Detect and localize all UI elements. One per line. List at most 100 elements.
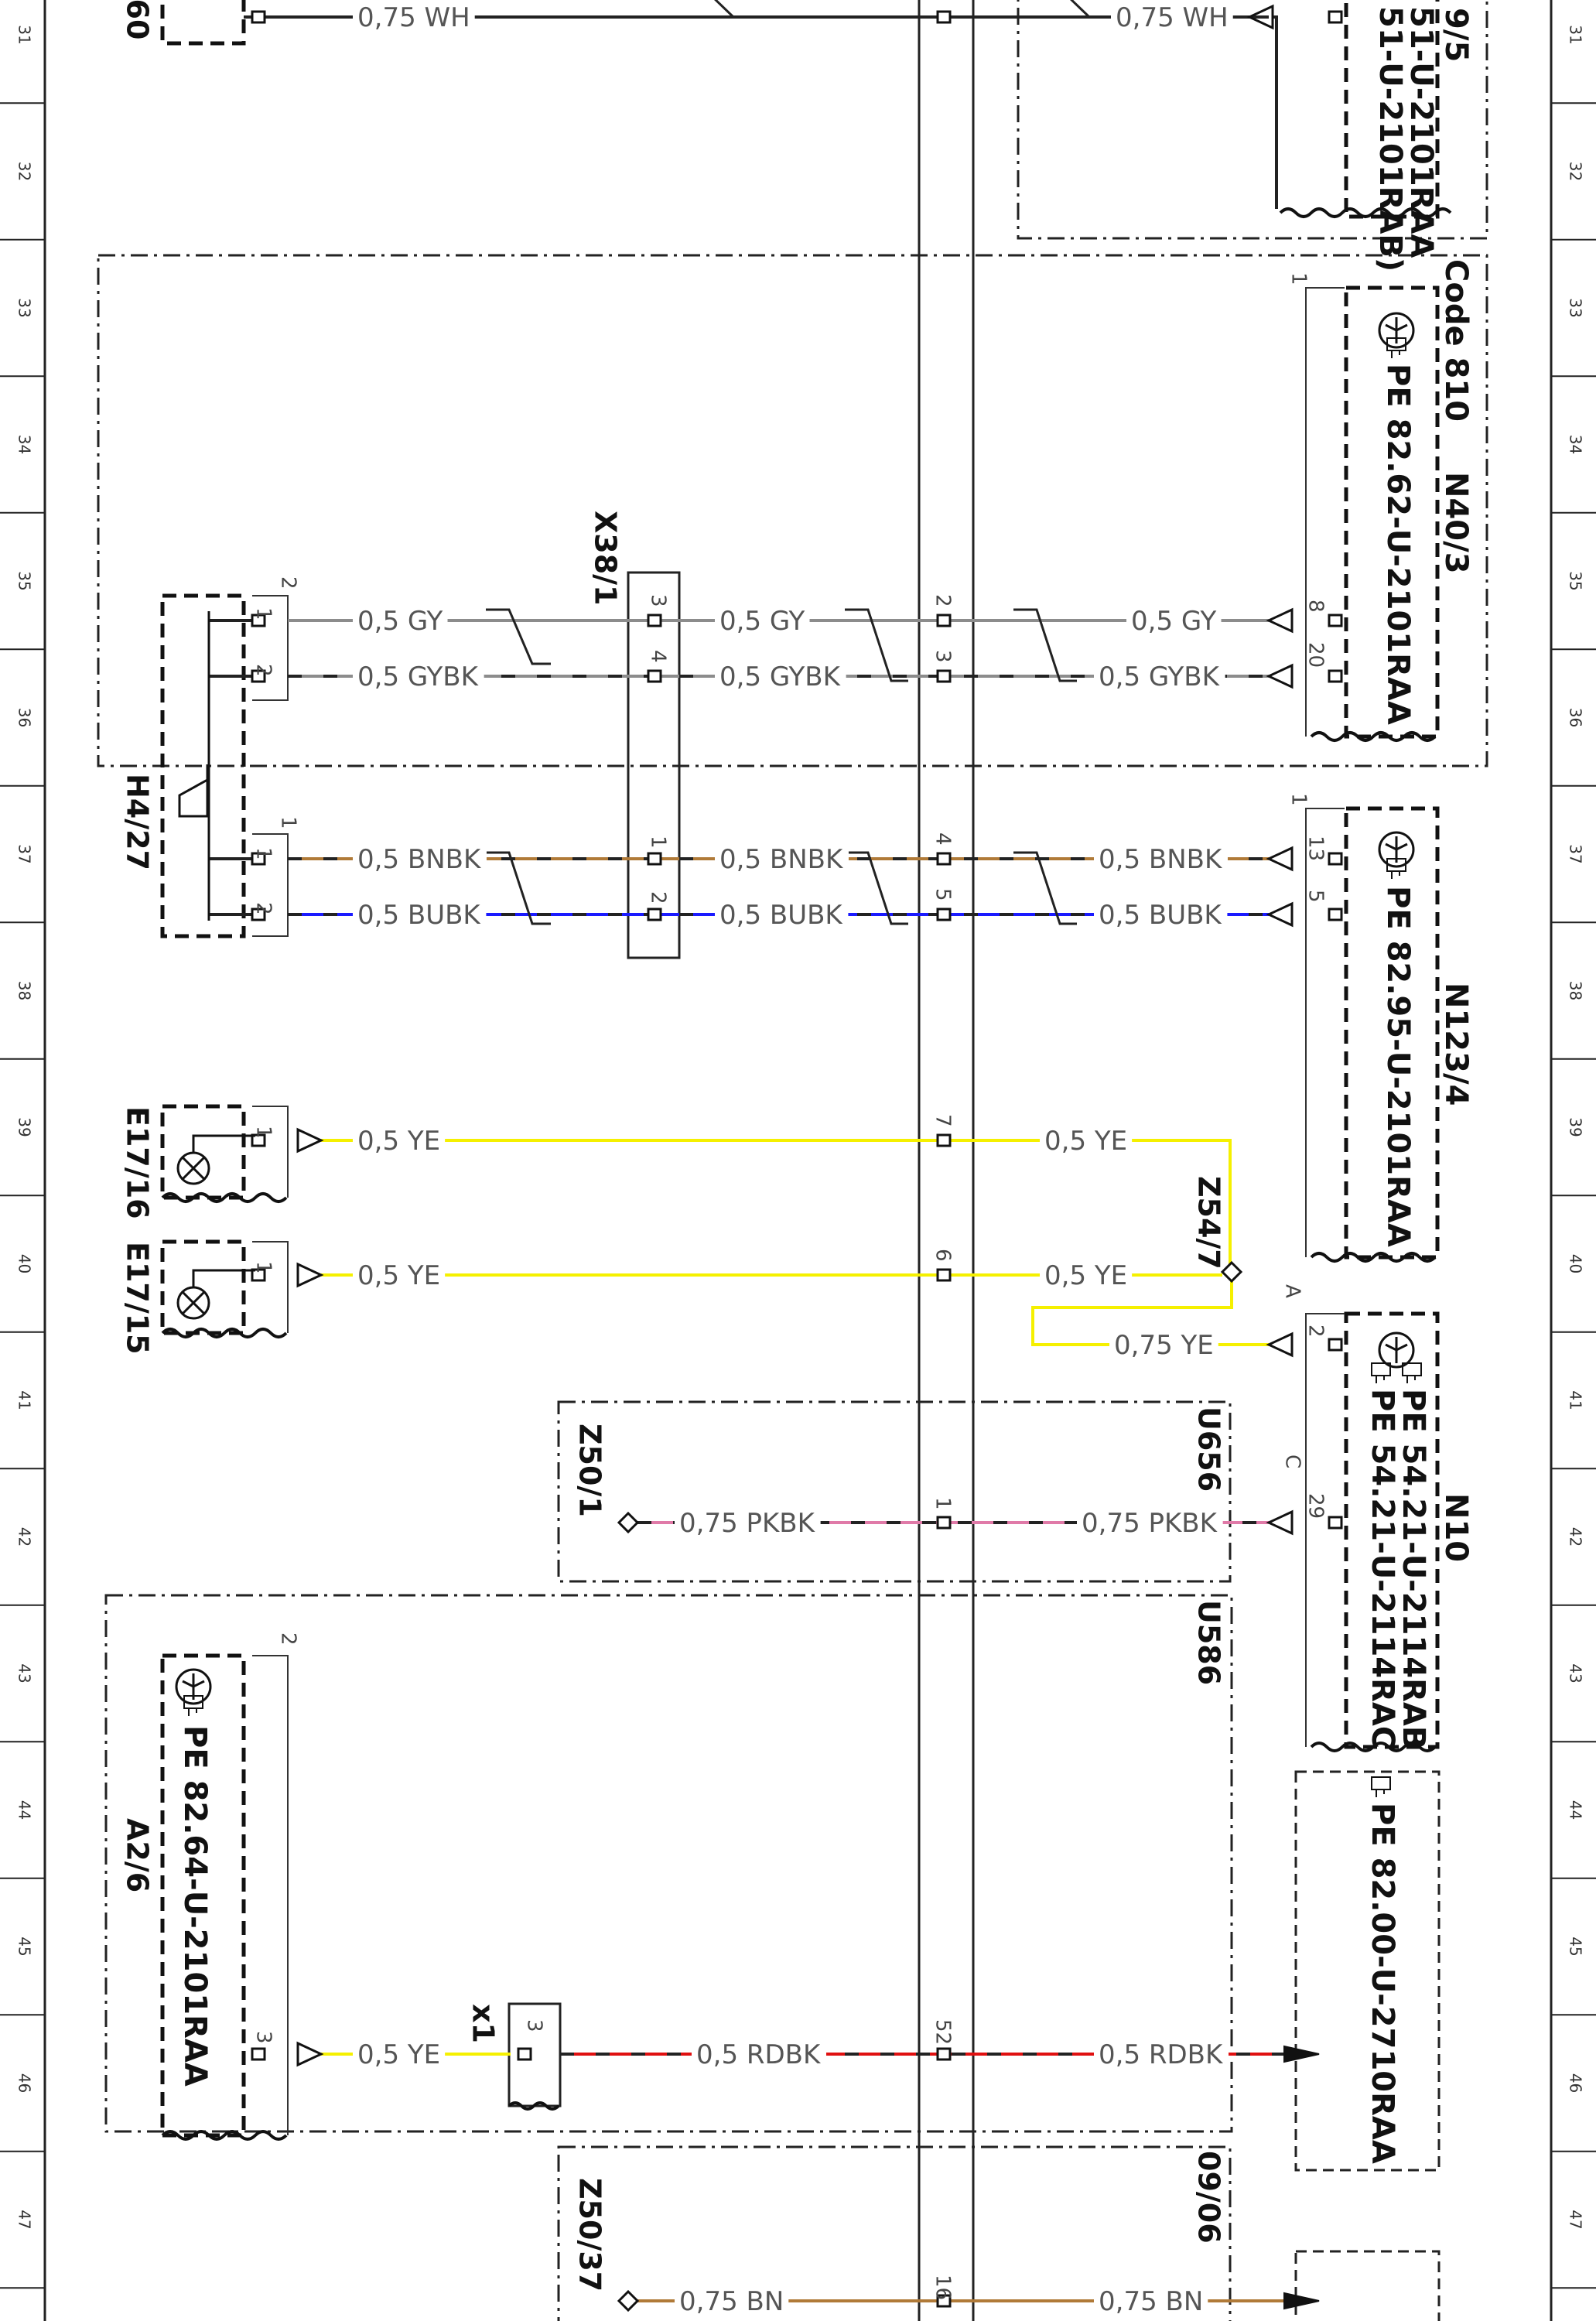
label-top-right-pe2: 51-U-2101RAB): [1372, 6, 1408, 272]
wire-label: 0,5 RDBK: [1099, 2039, 1224, 2070]
pin-number: 3: [647, 594, 670, 607]
pin-arrow: [1246, 4, 1274, 30]
zone-u586: [104, 1594, 1233, 2133]
zone-code-810: [97, 254, 1488, 767]
pin-terminal: [647, 852, 662, 866]
label-e17-16: E17/16: [121, 1106, 155, 1219]
pin-number: 1: [252, 1126, 275, 1139]
wire-label: 0,75 BN: [1099, 2286, 1203, 2317]
label-n40-3: N40/3: [1438, 472, 1474, 574]
pin-arrow: [296, 1127, 324, 1154]
ruler-number: 46: [15, 2073, 34, 2093]
transistor-icon: [175, 1668, 212, 1705]
ruler-number: 43: [1567, 1663, 1585, 1683]
label-z50-37: Z50/37: [573, 2178, 607, 2292]
break-wh: [714, 0, 766, 19]
pin-number: 1: [1287, 793, 1311, 806]
wire-label-bg: [1094, 900, 1228, 931]
ruler-number: 44: [1567, 1800, 1585, 1820]
break-gy-3: [1013, 608, 1077, 682]
label-n123-4: N123/4: [1438, 983, 1474, 1106]
wire-label: 0,5 BUBK: [357, 900, 481, 931]
bracket-a26: [252, 1655, 289, 2135]
pin-arrow: [1266, 1509, 1294, 1536]
cut-e1716: [161, 1192, 288, 1203]
arrow-bn: [1283, 2292, 1320, 2310]
label-x38-1: X38/1: [589, 511, 623, 606]
box-pe-8200: [1294, 1770, 1441, 2172]
break-bnbk-1: [486, 851, 551, 925]
ruler-number: 39: [1567, 1117, 1585, 1137]
cut-n1234: [1310, 1252, 1437, 1263]
pin-number: 8: [1304, 600, 1328, 613]
wire-label-bg: [353, 2039, 446, 2070]
pin-terminal: [251, 10, 266, 24]
arrow-rdbk: [1283, 2045, 1320, 2063]
hand-pointer-icon: [1371, 1776, 1391, 1797]
label-h4-27: H4/27: [121, 774, 155, 870]
zone-top-right: [1017, 0, 1488, 240]
label-u586: U586: [1192, 1600, 1226, 1685]
hand-pointer-icon: [183, 1695, 203, 1716]
ruler-number: 35: [15, 571, 34, 590]
label-top-left: 60: [121, 0, 155, 39]
pin-terminal: [1328, 1516, 1343, 1530]
wire-label: 0,5 BNBK: [719, 844, 844, 875]
ruler-number: 31: [1567, 25, 1585, 44]
wire-label: 0,5 GY: [719, 606, 805, 637]
ruler-number: 40: [15, 1254, 34, 1273]
ruler-number: 42: [15, 1527, 34, 1547]
pin-terminal: [1328, 10, 1343, 24]
splice-z50-37: [617, 2289, 640, 2312]
pin-number: 13: [1304, 836, 1328, 861]
pin-terminal: [517, 2047, 532, 2061]
wire-label: 0,75 PKBK: [1082, 1508, 1218, 1539]
break-gy-2: [845, 608, 908, 682]
wire-label-bg: [353, 900, 487, 931]
pin-number: 20: [1304, 642, 1328, 668]
zone-z50-37: [557, 2145, 1232, 2321]
pin-number: 3: [931, 650, 955, 663]
wire-label: 0,5 GY: [1131, 606, 1217, 637]
speaker-icon: [178, 764, 209, 818]
ruler-number: 41: [1567, 1390, 1585, 1410]
wire-label: 0,75 PKBK: [679, 1508, 816, 1539]
hand-pointer-icon: [1371, 1362, 1391, 1383]
wire-label-bg: [1111, 2, 1233, 33]
pin-number: 4: [647, 650, 670, 663]
bus-terminal: [936, 2294, 952, 2308]
bus-terminal: [936, 10, 952, 24]
ruler-number: 43: [15, 1663, 34, 1683]
label-x1: x1: [466, 2004, 501, 2043]
wire-label: 0,5 YE: [1044, 1126, 1127, 1157]
cut-top-right: [1279, 207, 1452, 218]
wire-label-bg: [675, 1508, 821, 1539]
label-e17-15: E17/15: [121, 1242, 155, 1355]
ruler-number: 46: [1567, 2073, 1585, 2093]
wire-label: 0,5 YE: [357, 1126, 440, 1157]
wire-label-bg: [1094, 2039, 1229, 2070]
lamp-icon: [176, 1269, 255, 1320]
component-h4-27: [160, 593, 246, 938]
ruler-number: 33: [1567, 298, 1585, 317]
zone-u656: [557, 1400, 1232, 1583]
label-pe-8200: PE 82.00-U-2710RAA: [1365, 1803, 1400, 2164]
wire-label-bg: [1040, 1126, 1133, 1157]
wire-label: 0,75 BN: [679, 2286, 784, 2317]
pin-number: 6: [931, 1249, 955, 1262]
wire-label: 0,75 WH: [357, 2, 470, 33]
bus-terminal: [936, 2047, 952, 2061]
label-n10-pe2: PE 54.21-U-2114RAC: [1365, 1389, 1400, 1748]
ruler-number: 37: [1567, 844, 1585, 863]
label-z50-1: Z50/1: [573, 1424, 607, 1517]
bus-terminal: [936, 908, 952, 921]
component-top-right: [1344, 0, 1440, 219]
pin-arrow: [1266, 1331, 1294, 1358]
ruler-number: 45: [15, 1936, 34, 1956]
label-a2-6: A2/6: [121, 1818, 155, 1892]
hand-pointer-icon: [1386, 858, 1406, 879]
pin-arrow: [296, 1262, 324, 1288]
pin-number: 2: [252, 902, 275, 915]
